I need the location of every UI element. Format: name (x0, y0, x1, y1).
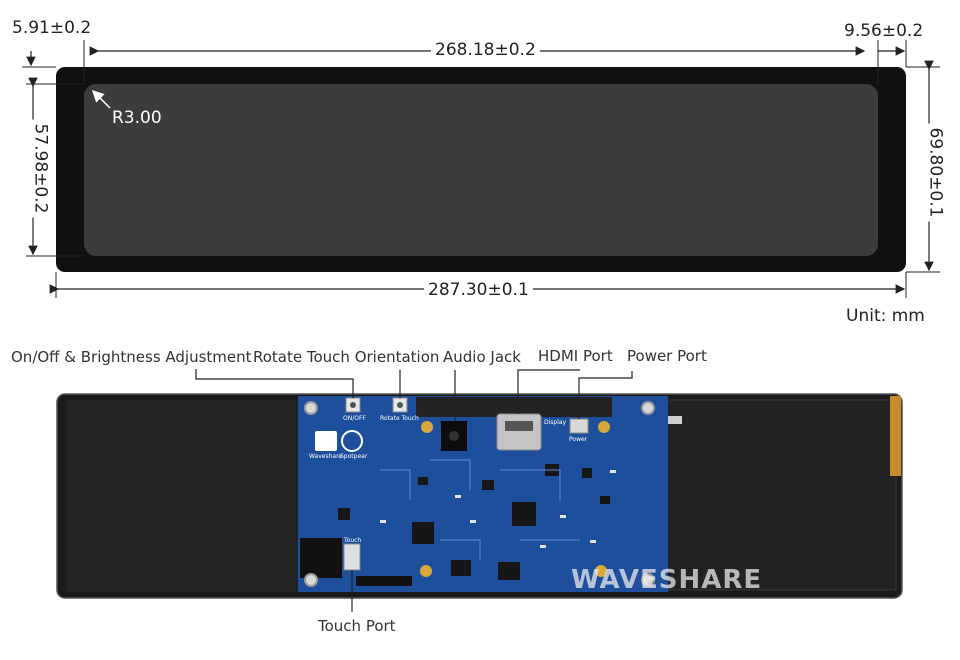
waveshare-logo-icon (315, 431, 337, 451)
waveshare-watermark: WAVESHARE (571, 565, 763, 595)
leader-lines (195, 369, 633, 612)
copper-tape (890, 396, 901, 476)
dim-active-width-label: 268.18±0.2 (431, 42, 540, 59)
corner-radius-label: R3.00 (112, 108, 162, 128)
label-hdmi: HDMI Port (538, 347, 613, 365)
fpc-strip (416, 397, 612, 417)
mounting-holes (304, 401, 655, 587)
foam-pad (623, 399, 897, 591)
power-connector (569, 418, 589, 434)
label-rotate: Rotate Touch Orientation (253, 348, 440, 366)
hdmi-connector (496, 413, 542, 451)
label-audio: Audio Jack (443, 348, 521, 366)
extension-lines (22, 40, 940, 298)
silk-brand2: Spotpear (340, 453, 368, 460)
back-panel-left (66, 400, 298, 592)
touch-connector (343, 543, 361, 571)
smd-components (380, 470, 616, 548)
silk-touch: Touch (344, 537, 362, 544)
silk-power: Power (569, 436, 588, 443)
spotpear-logo-icon (341, 430, 363, 452)
silk-onoff: ON/OFF (343, 415, 366, 422)
chips (338, 464, 610, 580)
gold-pads (420, 421, 610, 577)
label-onoff: On/Off & Brightness Adjustment (11, 348, 252, 366)
silk-rotate: Rotate Touch (380, 415, 419, 422)
label-touch: Touch Port (318, 617, 396, 635)
label-power: Power Port (627, 347, 707, 365)
dim-outline-height-label: 69.80±0.1 (925, 123, 945, 222)
unit-label: Unit: mm (846, 306, 925, 326)
pin-header (356, 576, 412, 586)
dim-border-left-label: 5.91±0.2 (12, 18, 92, 38)
dim-outline-width-label: 287.30±0.1 (424, 282, 533, 299)
display-active-area (84, 84, 878, 256)
pcb-black-pad (300, 538, 342, 578)
dim-border-right-label: 9.56±0.2 (844, 21, 924, 41)
silk-brand: Waveshare (309, 453, 343, 460)
pcb-traces (380, 459, 580, 560)
dim-active-height-label: 57.98±0.2 (30, 119, 50, 218)
silk-display: Display (544, 419, 567, 426)
corner-radius-arrow (91, 89, 111, 109)
